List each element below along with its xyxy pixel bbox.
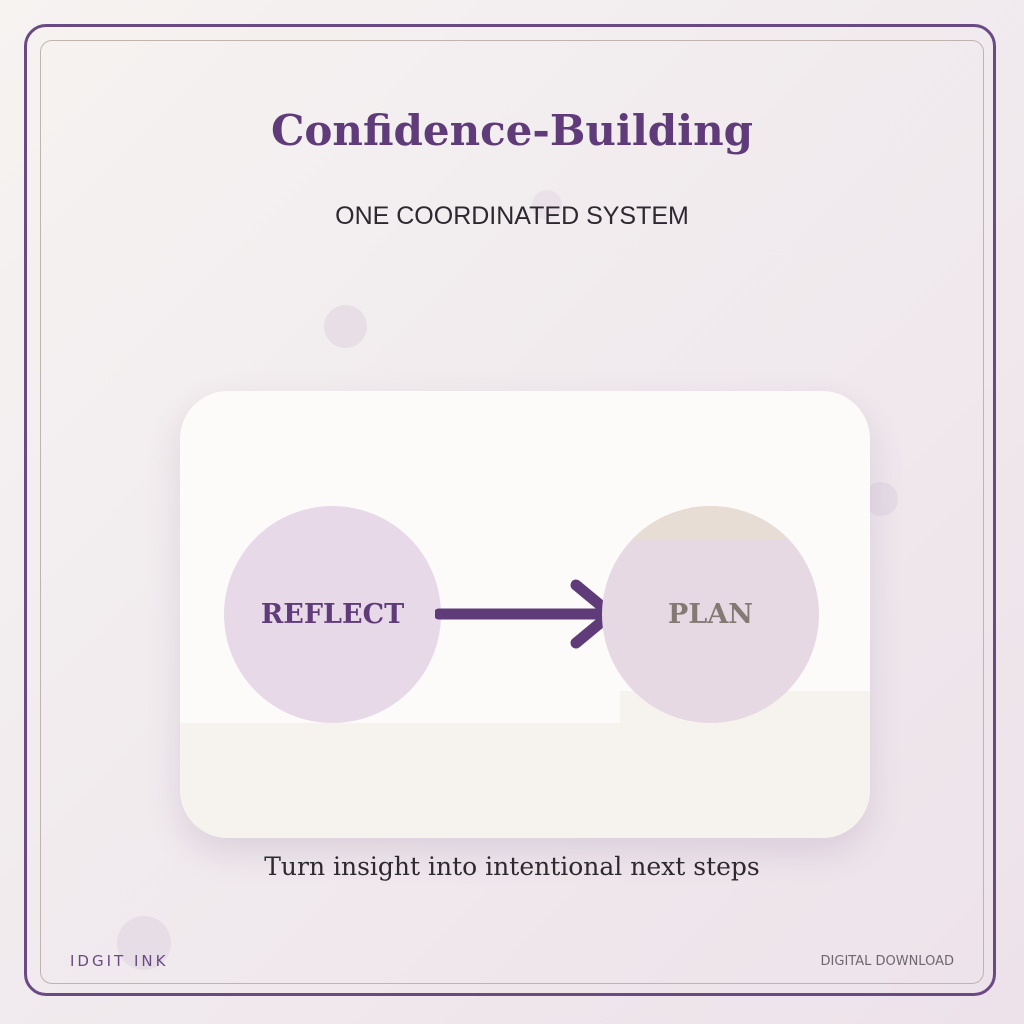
- card-bottom-band: [180, 723, 870, 838]
- outer-border-frame: [24, 24, 996, 996]
- flow-card: REFLECT PLAN: [180, 391, 870, 838]
- page-subtitle: ONE COORDINATED SYSTEM: [335, 202, 689, 230]
- flow-caption: Turn insight into intentional next steps: [264, 852, 760, 881]
- page-title: Confidence-Building: [270, 106, 754, 155]
- plan-node-label: PLAN: [668, 599, 753, 630]
- decorative-dot: [532, 190, 562, 220]
- plan-node: PLAN: [602, 506, 819, 723]
- decorative-dot: [117, 916, 171, 970]
- inner-border-frame: [40, 40, 984, 984]
- right-arrow-icon: [435, 579, 617, 649]
- plan-node-cap: [602, 506, 819, 539]
- brand-label: IDGIT INK: [70, 952, 169, 970]
- decorative-dot: [324, 305, 367, 348]
- download-tag: DIGITAL DOWNLOAD: [820, 954, 954, 969]
- reflect-node: REFLECT: [224, 506, 441, 723]
- reflect-node-label: REFLECT: [260, 599, 405, 630]
